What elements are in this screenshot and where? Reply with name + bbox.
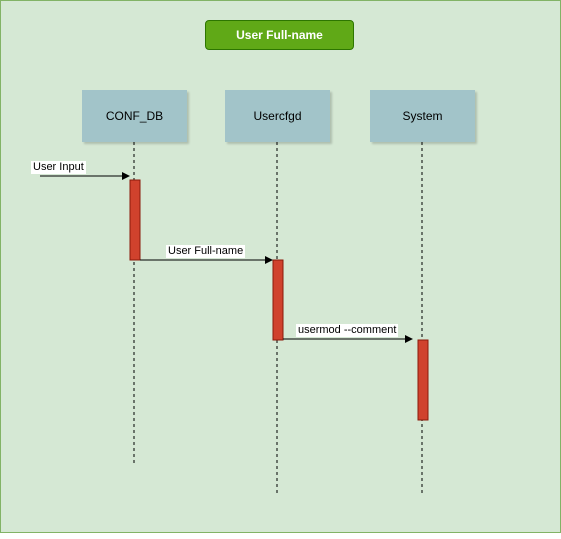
- activation-system: [417, 339, 429, 421]
- participant-conf-db: CONF_DB: [82, 90, 187, 142]
- participant-system: System: [370, 90, 475, 142]
- participant-usercfgd: Usercfgd: [225, 90, 330, 142]
- diagram-title: User Full-name: [205, 20, 354, 50]
- message-label-usermod-comment: usermod --comment: [296, 324, 399, 337]
- activation-conf-db: [129, 179, 141, 261]
- activation-usercfgd: [272, 259, 284, 341]
- message-label-user-input: User Input: [31, 161, 86, 174]
- message-label-user-full-name: User Full-name: [166, 245, 246, 258]
